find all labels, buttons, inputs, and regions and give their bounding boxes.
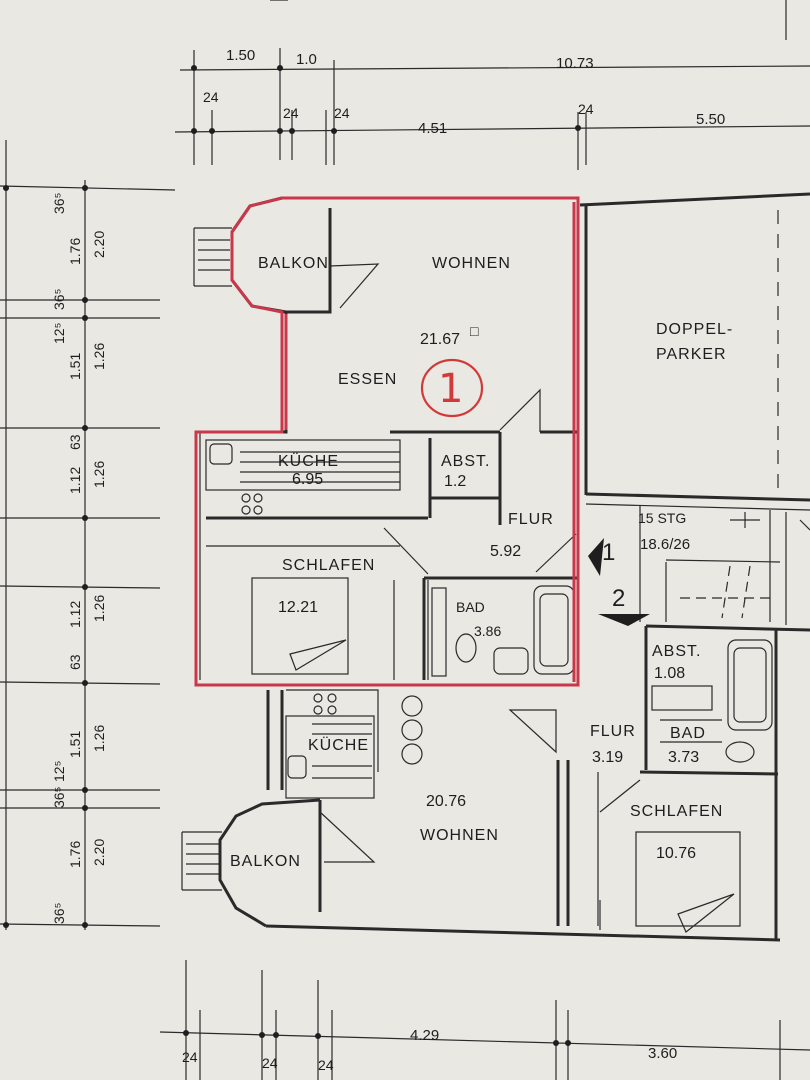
dim-top-7: 4.51 <box>418 120 447 137</box>
unit2-bad-area: 3.73 <box>668 749 699 766</box>
dim-left-inner-3: 1.26 <box>91 461 107 488</box>
dim-bottom-3: 24 <box>318 1057 334 1073</box>
dim-top-4: 24 <box>203 89 219 105</box>
unit1-schlafen-label: SCHLAFEN <box>282 557 375 574</box>
dim-left-small-4: 63 <box>67 434 83 450</box>
unit1-bad-label: BAD <box>456 599 485 615</box>
dim-top-9: 5.50 <box>696 111 725 128</box>
unit2-balkon-label: BALKON <box>230 853 301 870</box>
entrance-arrow-2-label: 2 <box>612 585 625 612</box>
dim-left-inner-1: 2.20 <box>91 231 107 258</box>
bottom-dimension-lines: 24 24 24 4.29 3.60 <box>159 960 810 1080</box>
unit1-kueche-area: 6.95 <box>292 471 323 488</box>
dim-left-small-1: 36⁵ <box>51 193 67 214</box>
unit1-marker-circle <box>420 358 484 418</box>
unit1-abst-area: 1.2 <box>444 473 466 490</box>
unit2-schlafen-label: SCHLAFEN <box>630 803 723 820</box>
unit1-balkon-label: BALKON <box>258 255 329 272</box>
unit2-wohnen-area: 20.76 <box>426 793 466 810</box>
unit1-flur-label: FLUR <box>508 511 554 528</box>
dim-left-inner-4: 1.26 <box>91 595 107 622</box>
dim-bottom-5: 3.60 <box>648 1045 677 1062</box>
unit1-wohnen-area: 21.67 <box>420 331 460 348</box>
dim-bottom-2: 24 <box>262 1055 278 1071</box>
unit1-kueche-label: KÜCHE <box>278 452 339 470</box>
dim-top-1: 1.50 <box>226 47 255 64</box>
entrance-arrow-1-icon <box>588 538 604 576</box>
unit2-abst-area: 1.08 <box>654 665 685 682</box>
dim-left-6: 1.76 <box>67 841 83 868</box>
unit1-schlafen-area: 12.21 <box>278 599 318 616</box>
unit2-flur-area: 3.19 <box>592 749 623 766</box>
unit1-wohnen-label: WOHNEN <box>432 255 511 272</box>
right-block: DOPPEL- PARKER 15 STG 18.6/26 1 2 <box>579 192 810 626</box>
dim-left-2: 1.51 <box>67 353 83 380</box>
doppelparker-label-2: PARKER <box>656 346 727 363</box>
entrance-arrow-2-icon <box>598 614 650 626</box>
dim-top-5: 24 <box>283 105 299 121</box>
dim-left-3: 1.12 <box>67 467 83 494</box>
left-dimension-lines: 1.76 1.51 1.12 1.12 1.51 1.76 2.20 1.26 … <box>0 140 176 930</box>
dim-top-8: 24 <box>578 101 594 117</box>
unit2-schlafen-area: 10.76 <box>656 845 696 862</box>
dim-bottom-4: 4.29 <box>410 1027 439 1044</box>
unit1-essen-label: ESSEN <box>338 371 397 388</box>
dim-left-4: 1.12 <box>67 601 83 628</box>
dim-top-2: 1.0 <box>296 51 317 68</box>
dim-bottom-1: 24 <box>182 1049 198 1065</box>
dim-left-small-2: 36⁵ <box>51 289 67 310</box>
unit1-marker-number: 1 <box>438 366 463 412</box>
top-dimension-lines: 1.50 1.0 10.73 24 24 24 4.51 24 5.50 <box>174 0 810 170</box>
unit-2: KÜCHE 20.76 WOHNEN BALKON ABST. 1.08 FLU… <box>181 624 810 942</box>
unit2-flur-label: FLUR <box>590 723 636 740</box>
doppelparker-label-1: DOPPEL- <box>656 321 733 338</box>
unit2-wohnen-label: WOHNEN <box>420 827 499 844</box>
unit1-sqm-mark: □ <box>470 323 479 339</box>
dim-left-inner-6: 2.20 <box>91 839 107 866</box>
unit1-abst-label: ABST. <box>441 453 490 470</box>
dim-left-small-7: 36⁵ <box>51 787 67 808</box>
entrance-arrow-1-label: 1 <box>602 539 615 566</box>
unit1-bad-area: 3.86 <box>474 623 501 639</box>
dim-left-small-5: 63 <box>67 654 83 670</box>
unit2-kueche-label: KÜCHE <box>308 736 369 754</box>
unit1-flur-area: 5.92 <box>490 543 521 560</box>
dim-left-small-6: 12⁵ <box>51 761 67 782</box>
dim-left-1: 1.76 <box>67 238 83 265</box>
dim-left-inner-2: 1.26 <box>91 343 107 370</box>
dim-left-small-8: 36⁵ <box>51 903 67 924</box>
stair-ratio-label: 18.6/26 <box>640 536 690 553</box>
unit-1: BALKON WOHNEN 21.67 □ ESSEN 1 KÜCHE 6.95… <box>193 196 580 687</box>
dim-top-3: 10.73 <box>556 55 594 72</box>
unit2-abst-label: ABST. <box>652 643 701 660</box>
dim-left-small-3: 12⁵ <box>51 323 67 344</box>
unit2-bad-label: BAD <box>670 725 706 742</box>
dim-left-5: 1.51 <box>67 731 83 758</box>
stair-steps-label: 15 STG <box>638 510 686 526</box>
dim-top-6: 24 <box>334 105 350 121</box>
dim-left-inner-5: 1.26 <box>91 725 107 752</box>
